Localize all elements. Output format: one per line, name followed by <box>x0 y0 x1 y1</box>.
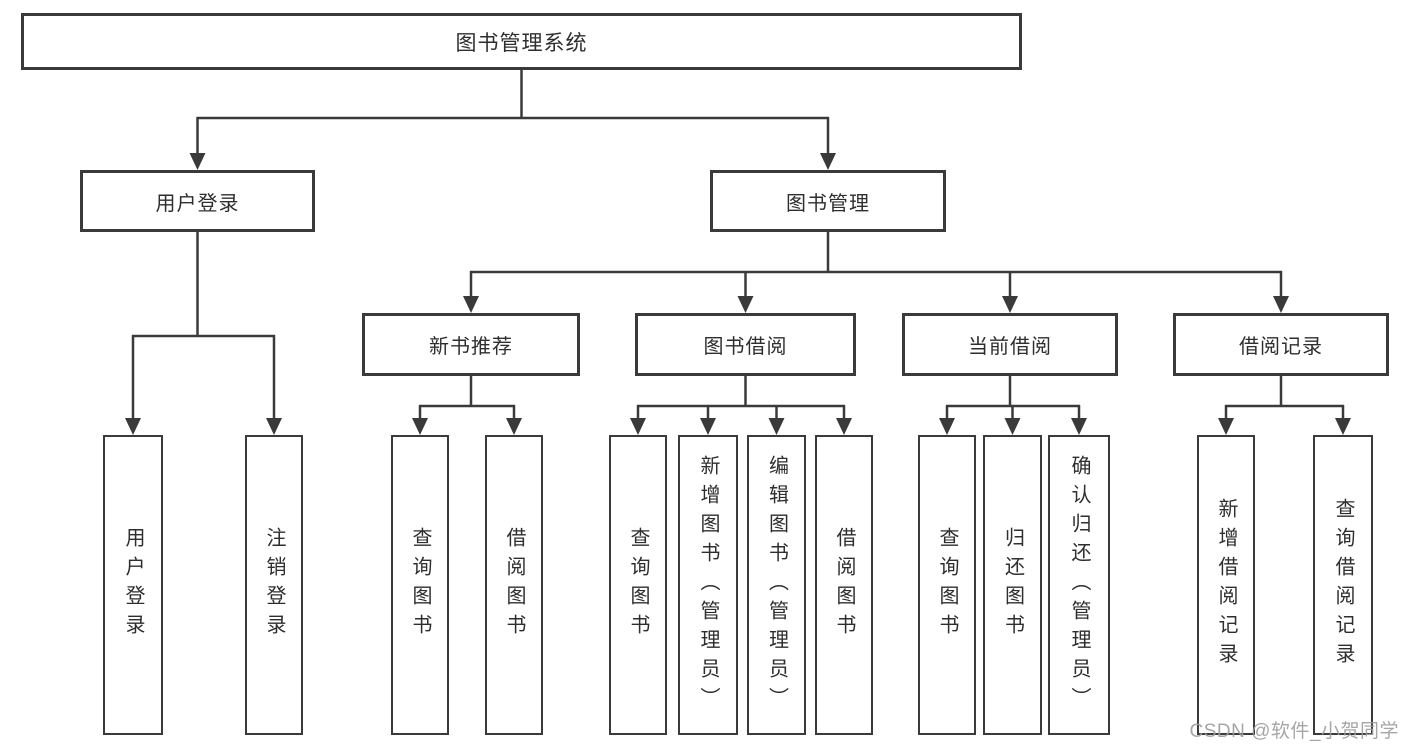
leaf-logout-label: 注销登录 <box>263 527 285 643</box>
leaf-current-confirm-admin-label: 确认归还（管理员） <box>1068 454 1090 716</box>
leaf-user-login-label: 用户登录 <box>122 527 144 643</box>
connector-book-mgmt-children <box>463 232 1289 313</box>
node-book-mgmt: 图书管理 <box>710 170 946 232</box>
leaf-current-query-label: 查询图书 <box>936 527 958 643</box>
leaf-borrow-query: 查询图书 <box>609 435 667 735</box>
connector-book-borrow-children <box>630 376 852 435</box>
node-current-borrow: 当前借阅 <box>902 313 1118 376</box>
node-new-books-label: 新书推荐 <box>429 336 513 358</box>
leaf-borrow-query-label: 查询图书 <box>627 527 649 643</box>
leaf-current-confirm-admin: 确认归还（管理员） <box>1048 435 1110 735</box>
leaf-current-return: 归还图书 <box>983 435 1042 735</box>
leaf-borrow-add-admin-label: 新增图书（管理员） <box>697 454 719 716</box>
leaf-borrow-borrow-label: 借阅图书 <box>833 527 855 643</box>
node-current-borrow-label: 当前借阅 <box>968 336 1052 358</box>
leaf-new-books-borrow: 借阅图书 <box>485 435 543 735</box>
node-book-mgmt-label: 图书管理 <box>786 192 870 215</box>
leaf-new-books-query-label: 查询图书 <box>409 527 431 643</box>
node-user-login-label: 用户登录 <box>155 192 240 215</box>
node-user-login: 用户登录 <box>80 170 315 232</box>
leaf-records-add: 新增借阅记录 <box>1197 435 1255 735</box>
connector-user-login-children <box>125 232 282 435</box>
leaf-borrow-add-admin: 新增图书（管理员） <box>678 435 738 735</box>
leaf-new-books-borrow-label: 借阅图书 <box>503 527 525 643</box>
node-borrow-records: 借阅记录 <box>1173 313 1389 376</box>
leaf-records-add-label: 新增借阅记录 <box>1215 498 1237 672</box>
connector-borrow-records-children <box>1218 376 1351 435</box>
node-book-borrow-label: 图书借阅 <box>703 336 788 358</box>
csdn-watermark: CSDN @软件_小贺同学 <box>1189 721 1399 742</box>
leaf-borrow-borrow: 借阅图书 <box>815 435 873 735</box>
node-borrow-records-label: 借阅记录 <box>1239 336 1323 358</box>
leaf-records-query: 查询借阅记录 <box>1313 435 1373 735</box>
connector-new-books-children <box>412 376 522 435</box>
leaf-user-login: 用户登录 <box>103 435 163 735</box>
node-root-label: 图书管理系统 <box>455 31 588 55</box>
connector-root-to-level2 <box>189 70 836 170</box>
leaf-new-books-query: 查询图书 <box>391 435 449 735</box>
node-new-books: 新书推荐 <box>362 313 580 376</box>
leaf-current-query: 查询图书 <box>918 435 976 735</box>
node-book-borrow: 图书借阅 <box>635 313 856 376</box>
leaf-current-return-label: 归还图书 <box>1001 527 1024 643</box>
leaf-borrow-edit-admin: 编辑图书（管理员） <box>747 435 806 735</box>
leaf-records-query-label: 查询借阅记录 <box>1332 498 1354 672</box>
connector-current-borrow-children <box>939 376 1087 435</box>
node-root: 图书管理系统 <box>21 13 1022 70</box>
leaf-logout: 注销登录 <box>245 435 303 735</box>
leaf-borrow-edit-admin-label: 编辑图书（管理员） <box>765 454 788 716</box>
